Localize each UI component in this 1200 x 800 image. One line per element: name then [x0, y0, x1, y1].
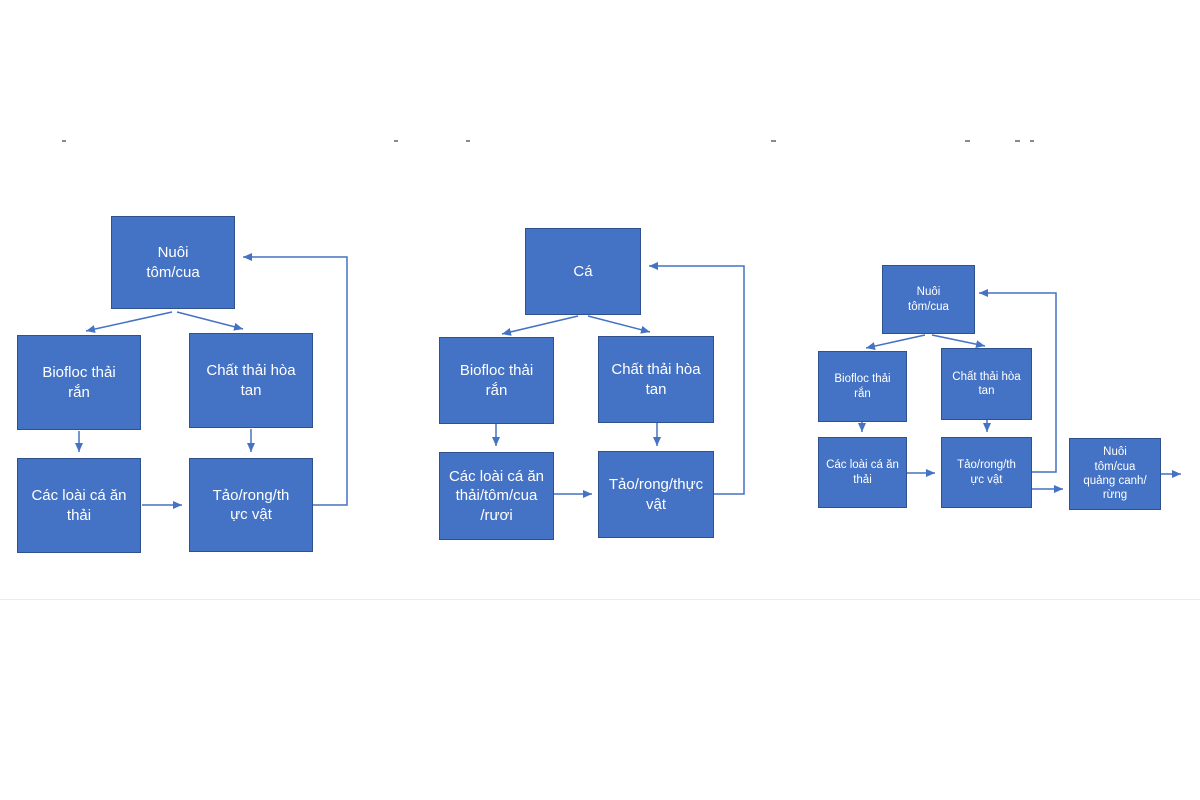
clipped-text-fragment [965, 140, 970, 142]
arrow-d3-top-to-solid-waste [865, 334, 926, 350]
arrow-d3-algae-feedback-to-top [979, 289, 1057, 473]
arrow-d2-top-to-solid-waste [501, 315, 579, 336]
box-d2-ca: Cá [525, 228, 641, 315]
box-d1-chat-thai-hoa-tan: Chất thải hòa tan [189, 333, 313, 428]
box-d1-nuoi-tom-cua: Nuôi tôm/cua [111, 216, 235, 309]
box-d3-biofloc-thai-ran: Biofloc thải rắn [818, 351, 907, 422]
box-d3-tao-rong-thuc-vat: Tảo/rong/th ực vật [941, 437, 1032, 508]
box-d2-tao-rong-thuc-vat: Tảo/rong/thực vật [598, 451, 714, 538]
arrow-d2-top-to-dissolved-waste [587, 315, 651, 334]
box-d3-nuoi-tom-cua-quang-canh-rung: Nuôi tôm/cua quảng canh/ rừng [1069, 438, 1161, 510]
box-d1-tao-rong-thuc-vat: Tảo/rong/th ực vật [189, 458, 313, 552]
clipped-text-fragment [394, 140, 398, 142]
box-d2-chat-thai-hoa-tan: Chất thải hòa tan [598, 336, 714, 423]
arrow-d1-top-to-dissolved-waste [176, 311, 244, 331]
box-d1-biofloc-thai-ran: Biofloc thải rắn [17, 335, 141, 430]
box-d2-cac-loai-ca-an-thai-tom-cua-ruoi: Các loài cá ăn thải/tôm/cua /rươi [439, 452, 554, 540]
clipped-text-fragment [771, 140, 776, 142]
arrow-d3-top-to-dissolved-waste [931, 334, 986, 349]
clipped-text-fragment [62, 140, 66, 142]
arrow-d1-top-to-solid-waste [85, 311, 173, 333]
clipped-text-fragment [1015, 140, 1020, 142]
clipped-text-fragment [466, 140, 470, 142]
box-d2-biofloc-thai-ran: Biofloc thải rắn [439, 337, 554, 424]
box-d1-cac-loai-ca-an-thai: Các loài cá ăn thải [17, 458, 141, 553]
clipped-text-fragment [1030, 140, 1034, 142]
box-d3-chat-thai-hoa-tan: Chất thải hòa tan [941, 348, 1032, 420]
arrow-d1-algae-feedback-to-top [243, 253, 348, 506]
page-separator-line [0, 599, 1200, 600]
box-d3-nuoi-tom-cua: Nuôi tôm/cua [882, 265, 975, 334]
arrow-d2-algae-feedback-to-top [649, 262, 745, 495]
box-d3-cac-loai-ca-an-thai: Các loài cá ăn thải [818, 437, 907, 508]
